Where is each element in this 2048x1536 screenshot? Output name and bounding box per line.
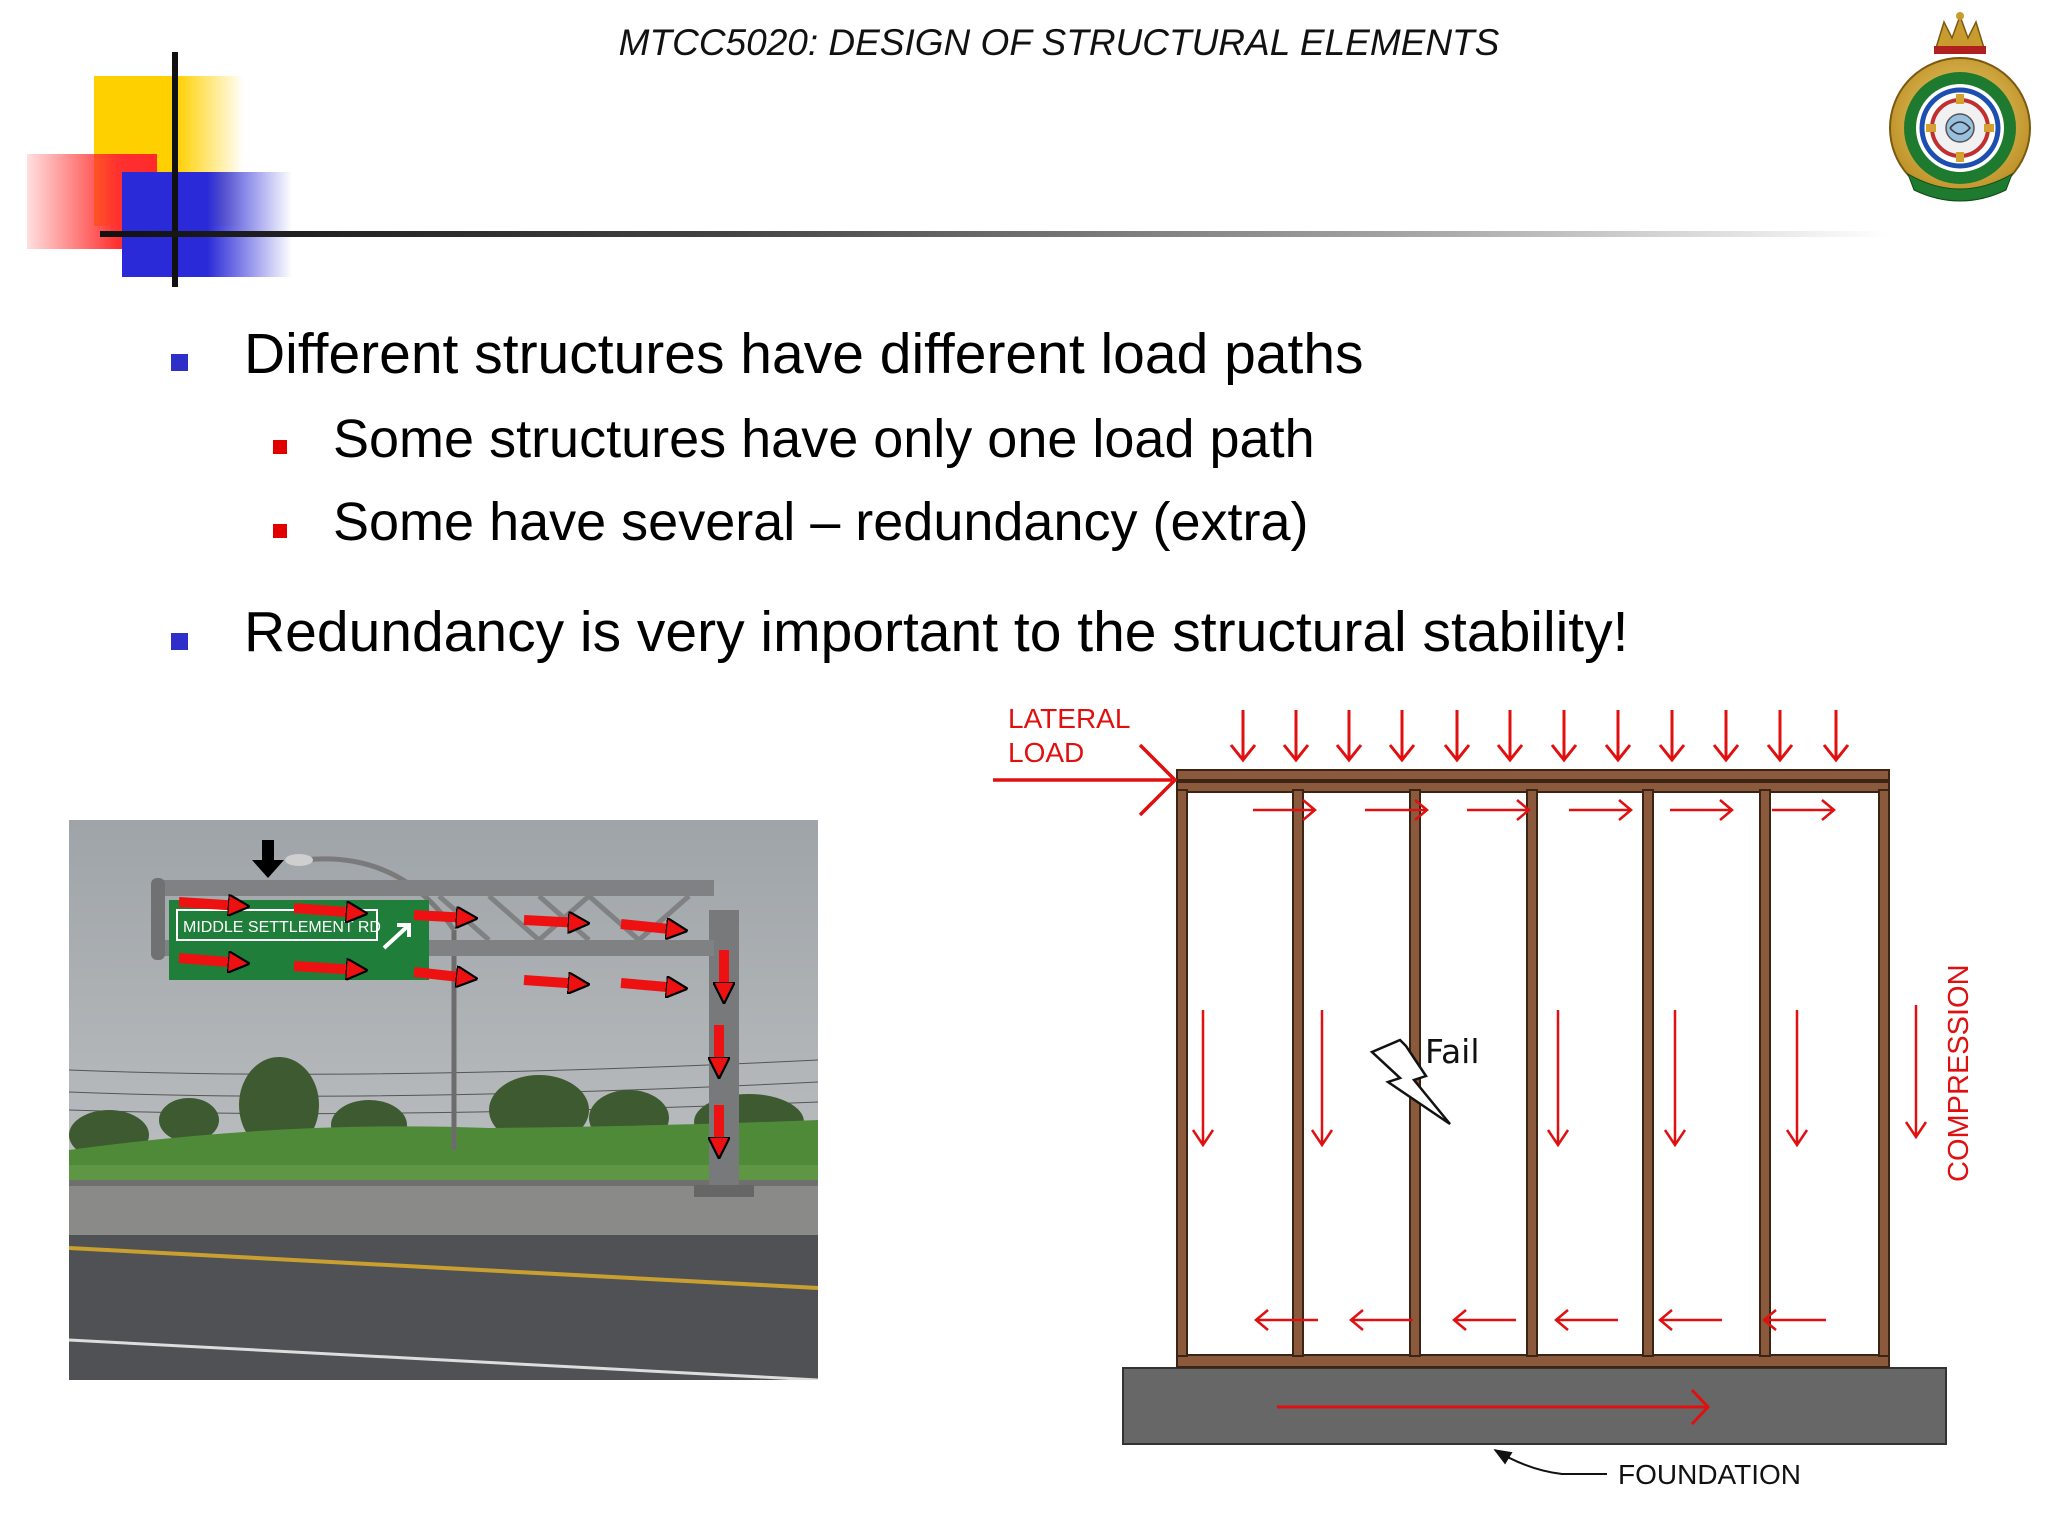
lateral-load-label-line2: LOAD [1008,737,1084,768]
highway-sign-photo: MIDDLE SETTLEMENT RD [69,820,818,1380]
bottom-plate-arrows [1254,1309,1826,1331]
stud-compression-arrows [1191,1010,1809,1148]
wood-frame [1176,769,1890,1368]
fail-label: Fail [1425,1032,1480,1071]
bullet-text: Different structures have different load… [244,322,1364,386]
college-crest-logo [1889,12,2031,202]
bullet-marker-red [273,524,287,538]
lateral-load-arrow [993,743,1178,817]
bullet-marker-blue [171,354,188,371]
fail-lightning-icon [1369,1038,1451,1126]
foundation-label: FOUNDATION [1618,1459,1801,1490]
header-divider [100,231,1890,237]
wall-frame-diagram: LATERAL LOAD COMPRESSION Fail FOU [993,703,1975,1490]
top-plate-arrows [1253,799,1836,821]
decor-blue-square [122,172,292,277]
decor-vertical-line [172,52,178,287]
bullet-marker-red [273,440,287,454]
foundation-leader-line [1493,1449,1607,1475]
course-title: MTCC5020: DESIGN OF STRUCTURAL ELEMENTS [618,22,1500,63]
sub-bullet-text: Some structures have only one load path [333,409,1315,469]
bullet-marker-blue [171,633,188,650]
lateral-load-label-line1: LATERAL [1008,703,1130,734]
bullet-text: Redundancy is very important to the stru… [244,600,1629,664]
foundation-arrow [1277,1388,1711,1426]
vertical-load-arrows [1229,710,1850,763]
sign-text: MIDDLE SETTLEMENT RD [183,919,381,936]
compression-arrow [1904,1005,1928,1140]
compression-label: COMPRESSION [1943,964,1975,1182]
sub-bullet-text: Some have several – redundancy (extra) [333,492,1309,552]
